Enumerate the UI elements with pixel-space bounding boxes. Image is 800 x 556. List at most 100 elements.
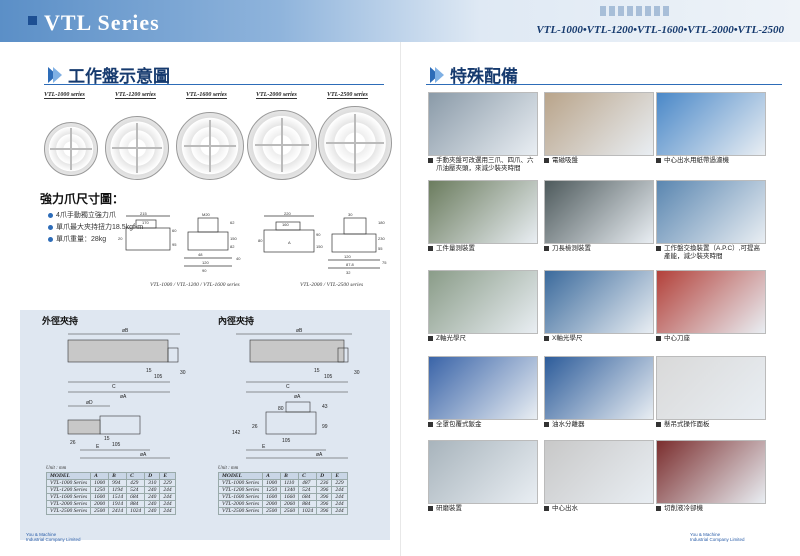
- page-divider: [400, 42, 401, 556]
- chuck-drawing-1600: [176, 112, 244, 180]
- table-cell: VTL-1600 Series: [45, 493, 92, 501]
- equipment-caption: 研磨裝置: [428, 505, 536, 513]
- table-cell: VTL-1000 Series: [45, 479, 92, 487]
- jaw-bullet-1: 4爪手動獨立強力爪: [48, 210, 116, 220]
- table-cell: VTL-2000 Series: [217, 500, 264, 508]
- equipment-caption: 懸吊式操作面板: [656, 421, 764, 429]
- equipment-caption: X軸光學尺: [544, 335, 652, 343]
- equipment-caption: 中心出水用紙帶過濾機: [656, 157, 764, 165]
- dim-label: øB: [296, 328, 303, 334]
- table-cell: 884: [298, 500, 318, 508]
- dim-label: øB: [122, 328, 129, 334]
- outer-clamp-drawing: øB 15 105 30 C øA øD 26 15 105 E øA: [67, 328, 186, 459]
- table-cell: 994: [108, 479, 128, 487]
- table-cell: 240: [144, 500, 161, 508]
- header-stripes: [600, 6, 669, 16]
- dim-label: 15: [104, 436, 110, 442]
- table-cell: 1660: [280, 493, 300, 501]
- chuck-label-3: VTL-1600 series: [186, 92, 227, 99]
- bullet-square-icon: [656, 336, 661, 341]
- equipment-photo: [544, 270, 654, 334]
- model-list: VTL-1000•VTL-1200•VTL-1600•VTL-2000•VTL-…: [536, 24, 784, 36]
- dim-label: E: [262, 444, 266, 450]
- dim-label: 105: [112, 442, 121, 448]
- equipment-caption: 刀長檢測裝置: [544, 245, 652, 253]
- section-title-equipment: 特殊配備: [430, 62, 518, 87]
- dim-label: 142: [232, 430, 241, 436]
- table-cell: 884: [126, 500, 146, 508]
- table-cell: 1110: [280, 479, 300, 487]
- table-cell: 2414: [108, 507, 128, 515]
- table-cell: 684: [126, 493, 146, 501]
- caption-text: 電磁吸盤: [552, 157, 578, 164]
- dim-label: 20: [118, 236, 123, 241]
- table-cell: VTL-1200 Series: [217, 486, 264, 494]
- dim-label: øA: [294, 394, 301, 400]
- dim-label: 32: [346, 270, 351, 275]
- equipment-photo: [544, 356, 654, 420]
- equipment-caption: 油水分離器: [544, 421, 652, 429]
- jaw-drawing-small: 215 170 20 60 95 M20 62 150 82 48 120 90…: [118, 211, 241, 273]
- equipment-photo: [544, 180, 654, 244]
- dim-label: 230: [378, 236, 385, 241]
- bullet-icon: [48, 212, 53, 218]
- equipment-caption: 手動夾盤可改選用三爪、四爪、六爪油壓夾頭，來減少裝夾時間: [428, 157, 536, 173]
- table-cell: 524: [298, 486, 318, 494]
- section-underline: [44, 84, 384, 85]
- chuck-drawing-1000: [44, 122, 98, 176]
- table-cell: E: [331, 472, 348, 480]
- dim-label: 30: [348, 212, 353, 217]
- dim-label: 170: [142, 220, 149, 225]
- dim-label: 215: [140, 211, 147, 216]
- caption-text: Z軸光學尺: [436, 335, 466, 342]
- bullet-square-icon: [544, 422, 549, 427]
- caption-text: 研磨裝置: [436, 505, 462, 512]
- table-cell: 2500: [262, 507, 282, 515]
- bullet-square-icon: [544, 336, 549, 341]
- inner-clamp-drawing: øB 15 105 30 C øA 80 43 26 105 99 142 E …: [232, 328, 360, 459]
- table-cell: 1000: [90, 479, 110, 487]
- equipment-photo: [656, 180, 766, 244]
- dim-label: øA: [140, 452, 147, 458]
- dim-label: 82: [230, 244, 235, 249]
- caption-text: 刀長檢測裝置: [552, 245, 591, 252]
- table-cell: C: [126, 472, 146, 480]
- dim-label: 62: [230, 220, 235, 225]
- jaw-bullet-3: 單爪重量：28kg: [48, 234, 106, 244]
- bullet-square-icon: [544, 246, 549, 251]
- unit-label-outer: Unit : mm: [46, 466, 67, 471]
- dim-label: 120: [344, 254, 351, 259]
- clamping-panel: 外徑夾持 內徑夾持 øB 15 105 30 C øA øD 26 15 105…: [20, 310, 390, 540]
- dim-label: 26: [252, 424, 258, 430]
- chuck-section-label: 工作盤示意圖: [68, 67, 170, 86]
- chuck-drawing-1200: [105, 116, 169, 180]
- dim-label: 26: [70, 440, 76, 446]
- table-cell: 229: [159, 479, 176, 487]
- equipment-photo: [428, 92, 538, 156]
- dim-label: øA: [316, 452, 323, 458]
- table-cell: 240: [144, 486, 161, 494]
- table-cell: 244: [159, 493, 176, 501]
- bullet-square-icon: [544, 158, 549, 163]
- table-cell: 1600: [262, 493, 282, 501]
- table-cell: 1250: [262, 486, 282, 494]
- dim-label: øA: [120, 394, 127, 400]
- company-logo-left: You & Machine Industrial Company Limited: [26, 532, 81, 542]
- table-cell: MODEL: [217, 472, 264, 480]
- caption-text: 工作盤交換裝置（A.P.C）,可提高產能，減少裝夾時間: [664, 245, 760, 260]
- dim-label: 30: [180, 370, 186, 376]
- dim-label: C: [286, 384, 290, 390]
- equipment-photo: [656, 92, 766, 156]
- arrow-icon: [435, 66, 444, 83]
- dim-label: 43: [322, 404, 328, 410]
- arrow-icon: [430, 66, 439, 83]
- table-cell: 229: [331, 479, 348, 487]
- caption-text: 手動夾盤可改選用三爪、四爪、六爪油壓夾頭，來減少裝夾時間: [436, 157, 534, 172]
- table-cell: VTL-2500 Series: [217, 507, 264, 515]
- equipment-photo: [428, 440, 538, 504]
